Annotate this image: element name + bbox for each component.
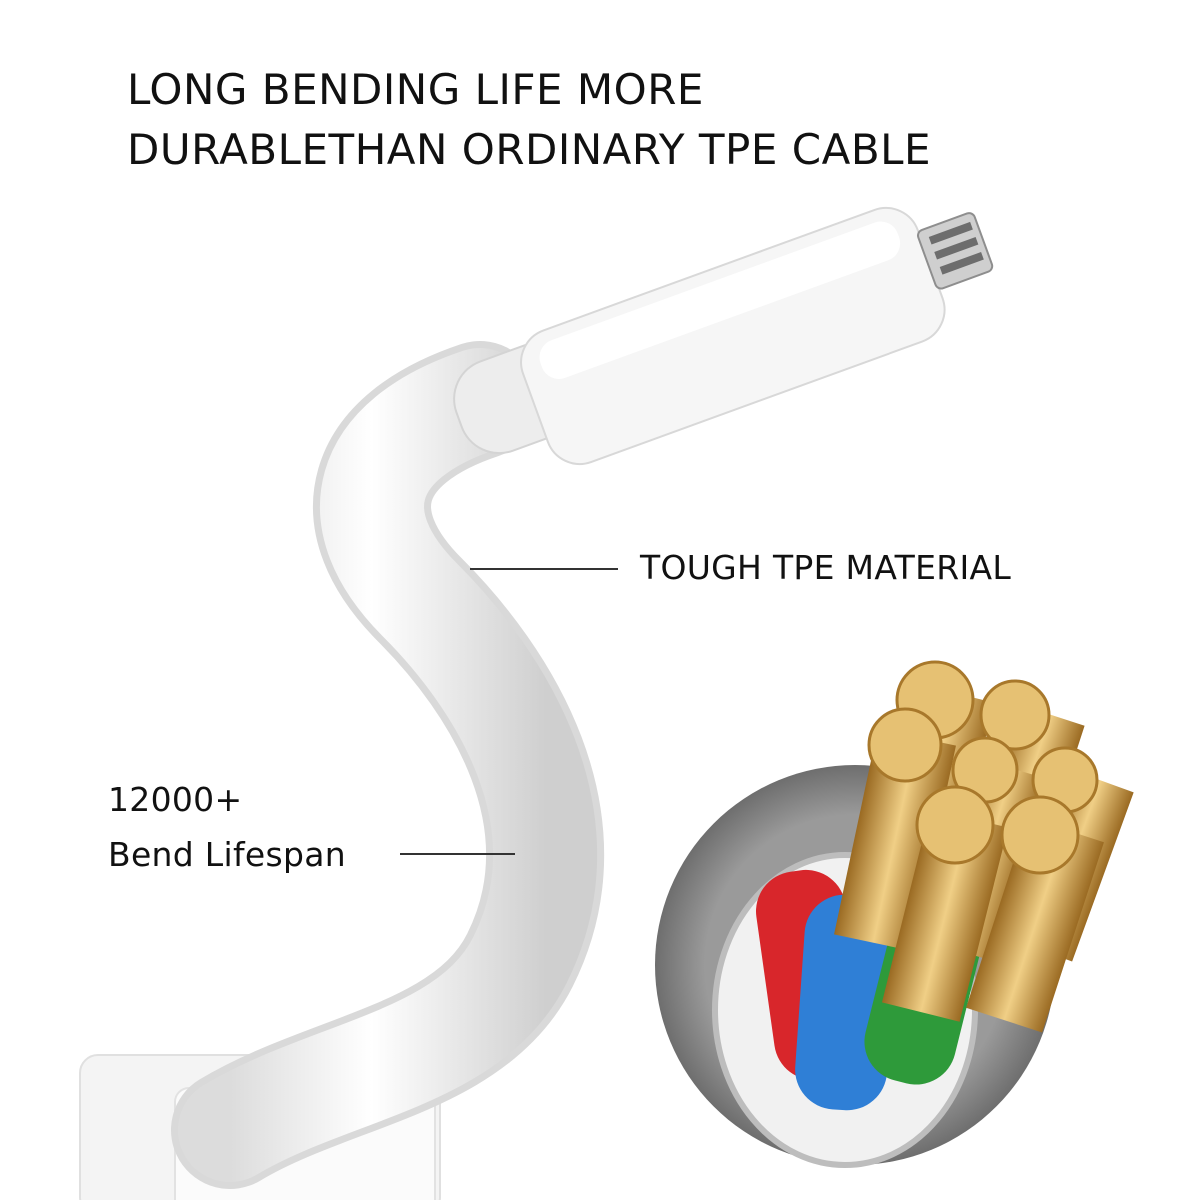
material-callout: TOUGH TPE MATERIAL	[640, 548, 1012, 587]
headline-line-2: DURABLETHAN ORDINARY TPE CABLE	[127, 125, 932, 174]
bend-label: Bend Lifespan	[108, 835, 346, 874]
cable-cross-section	[655, 660, 1134, 1168]
top-connector	[520, 206, 994, 466]
copper-strands	[834, 660, 1134, 1033]
headline: LONG BENDING LIFE MORE DURABLETHAN ORDIN…	[127, 60, 931, 180]
headline-line-1: LONG BENDING LIFE MORE	[127, 65, 704, 114]
material-leader-line	[470, 568, 618, 570]
bend-leader-line	[400, 853, 515, 855]
bend-count: 12000+	[108, 780, 243, 819]
